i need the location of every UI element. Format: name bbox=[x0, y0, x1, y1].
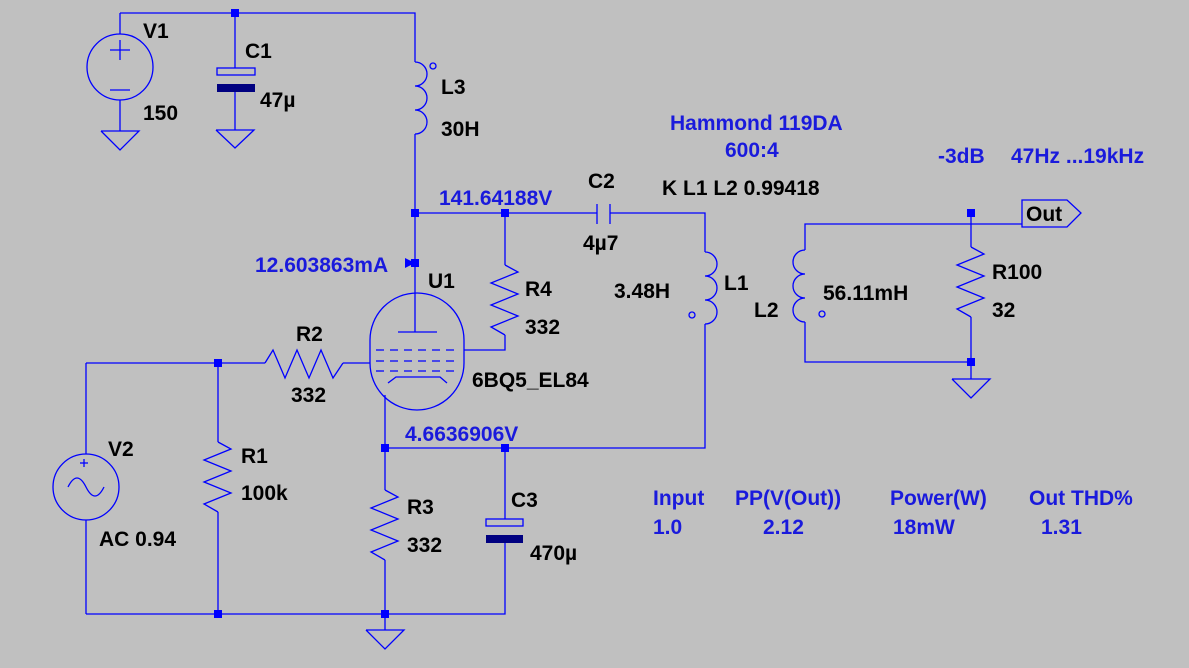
plate-voltage-label: 141.64188V bbox=[439, 187, 552, 210]
results-header: PP(V(Out)) bbox=[735, 487, 841, 510]
r1-resistor[interactable] bbox=[202, 441, 233, 513]
results-header: Out THD% bbox=[1029, 487, 1133, 510]
out-port-label[interactable]: Out bbox=[1026, 203, 1062, 226]
l1-value-label: 3.48H bbox=[614, 280, 670, 303]
v2-ac-source[interactable] bbox=[52, 453, 120, 521]
c1-value-label: 47µ bbox=[260, 89, 295, 112]
u1-value-label: 6BQ5_EL84 bbox=[472, 369, 589, 392]
r100-resistor[interactable] bbox=[955, 246, 986, 318]
results-value: 18mW bbox=[893, 516, 955, 539]
v2-ref-label: V2 bbox=[108, 438, 134, 461]
ground-symbol bbox=[100, 130, 141, 151]
c2-ref-label: C2 bbox=[588, 170, 615, 193]
r3-value-label: 332 bbox=[407, 534, 442, 557]
r4-ref-label: R4 bbox=[525, 278, 552, 301]
r4-resistor[interactable] bbox=[489, 264, 520, 336]
c3-capacitor[interactable] bbox=[485, 518, 524, 543]
l2-value-label: 56.11mH bbox=[823, 282, 908, 305]
c3-ref-label: C3 bbox=[511, 489, 538, 512]
r1-value-label: 100k bbox=[241, 482, 288, 505]
results-table: Input 1.0 PP(V(Out)) 2.12 Power(W) 18mW … bbox=[653, 487, 1133, 539]
l3-inductor[interactable] bbox=[414, 61, 437, 135]
l1-inductor[interactable] bbox=[688, 251, 718, 325]
out-port[interactable] bbox=[1021, 199, 1082, 228]
v1-ref-label: V1 bbox=[143, 20, 169, 43]
results-value: 2.12 bbox=[763, 516, 804, 539]
r1-ref-label: R1 bbox=[241, 445, 268, 468]
l1-ref-label: L1 bbox=[724, 272, 749, 295]
v1-source[interactable] bbox=[86, 33, 154, 101]
cathode-voltage-label: 4.6636906V bbox=[405, 423, 518, 446]
c3-value-label: 470µ bbox=[530, 542, 577, 565]
plate-current-label: 12.603863mA bbox=[255, 254, 388, 277]
transformer-ratio-label: 600:4 bbox=[725, 139, 779, 162]
transformer-name-label: Hammond 119DA bbox=[670, 112, 843, 135]
results-header: Input bbox=[653, 487, 704, 510]
results-value: 1.31 bbox=[1041, 516, 1082, 539]
r2-ref-label: R2 bbox=[296, 323, 323, 346]
r2-resistor[interactable] bbox=[264, 348, 344, 380]
ground-symbol bbox=[951, 378, 992, 399]
coupling-label: K L1 L2 0.99418 bbox=[662, 177, 820, 200]
ground-symbol bbox=[215, 129, 256, 149]
r100-ref-label: R100 bbox=[992, 261, 1042, 284]
v1-value-label: 150 bbox=[143, 102, 178, 125]
l3-value-label: 30H bbox=[441, 118, 480, 141]
ground-symbol bbox=[365, 629, 406, 650]
u1-ref-label: U1 bbox=[428, 270, 455, 293]
v2-value-label: AC 0.94 bbox=[99, 528, 176, 551]
u1-pentode-tube[interactable] bbox=[369, 292, 465, 411]
c1-ref-label: C1 bbox=[245, 40, 272, 63]
c2-value-label: 4µ7 bbox=[583, 232, 618, 255]
l2-ref-label: L2 bbox=[754, 299, 779, 322]
c2-capacitor[interactable] bbox=[596, 204, 611, 224]
r3-resistor[interactable] bbox=[369, 489, 400, 561]
results-value: 1.0 bbox=[653, 516, 682, 539]
r4-value-label: 332 bbox=[525, 316, 560, 339]
bandwidth-db-label: -3dB bbox=[938, 145, 985, 168]
l3-ref-label: L3 bbox=[441, 76, 466, 99]
c1-capacitor[interactable] bbox=[216, 67, 256, 92]
plate-current-arrow bbox=[405, 258, 415, 268]
r3-ref-label: R3 bbox=[407, 496, 434, 519]
bandwidth-range-label: 47Hz ...19kHz bbox=[1011, 145, 1144, 168]
r100-value-label: 32 bbox=[992, 299, 1015, 322]
l2-inductor[interactable] bbox=[792, 249, 826, 323]
junction-dots bbox=[214, 9, 975, 618]
results-header: Power(W) bbox=[890, 487, 987, 510]
r2-value-label: 332 bbox=[291, 384, 326, 407]
